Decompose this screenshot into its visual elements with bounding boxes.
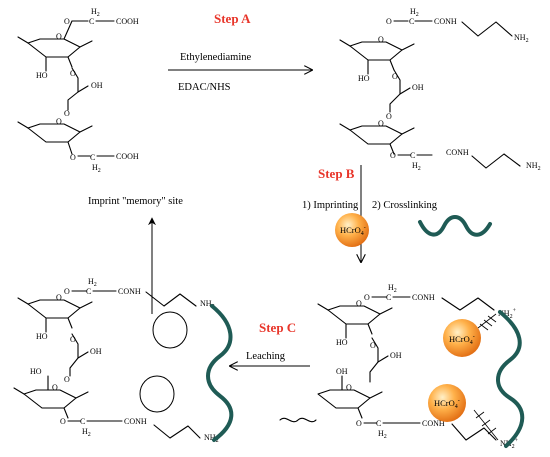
polymer-continuation	[279, 417, 317, 423]
ether-o-label: O	[370, 341, 376, 350]
nh2-label: NH2	[204, 433, 219, 444]
h2-label: H2	[92, 163, 101, 174]
bound-chromate-ion-lower: HCrO4-	[428, 384, 466, 422]
ring-o-label: O	[56, 32, 62, 41]
step-c-label: Step C	[259, 320, 296, 335]
conh-label: CONH	[124, 417, 147, 426]
carbon-label: C	[376, 419, 381, 428]
ether-o-label: O	[64, 375, 70, 384]
reagent-crosslinking: 2) Crosslinking	[372, 200, 438, 211]
ring-o-label: O	[52, 383, 58, 392]
ether-o-label: O	[364, 293, 370, 302]
imprint-cavity-upper	[152, 311, 188, 349]
leached-polymer: O HO O C H2 CONH NH2 O OH O O HO O C H2 …	[13, 277, 219, 444]
reagent-edac-nhs: EDAC/NHS	[178, 82, 231, 93]
chromate-ion: HCrO4-	[335, 213, 369, 247]
nh2-label: NH2	[514, 33, 529, 44]
ether-o-label: O	[60, 417, 66, 426]
h2-label: H2	[410, 7, 419, 18]
ion-label: HCrO4-	[434, 398, 460, 410]
carbon-label: C	[386, 293, 391, 302]
cooh-label: COOH	[116, 17, 139, 26]
ether-o-label: O	[392, 72, 398, 81]
carbon-label: C	[410, 151, 415, 160]
aminated-product: O HO O C H2 CONH NH2 O OH O O O C H2 CON…	[339, 7, 541, 172]
h2-label: H2	[91, 7, 100, 18]
h2-label: H2	[82, 427, 91, 438]
step-a-label: Step A	[214, 11, 251, 26]
imprint-cavity-lower	[139, 375, 175, 413]
conh-label: CONH	[422, 419, 445, 428]
step-b-label: Step B	[318, 166, 355, 181]
ether-o-label: O	[390, 151, 396, 160]
ring-o-label: O	[378, 119, 384, 128]
ether-o-label: O	[70, 335, 76, 344]
crosslinked-polymer-left	[206, 304, 234, 442]
oh-label: OH	[336, 367, 348, 376]
h2-label: H2	[378, 429, 387, 440]
crosslinked-polymer-right	[496, 310, 525, 448]
carbon-label: C	[409, 17, 414, 26]
reagent-leaching: Leaching	[246, 351, 286, 362]
reagent-imprinting: 1) Imprinting	[302, 200, 359, 211]
imprint-memory-site-label: Imprint "memory" site	[88, 196, 183, 207]
hydroxyl-label: HO	[36, 332, 48, 341]
nh2-label: NH2	[526, 161, 541, 172]
conh-label: CONH	[118, 287, 141, 296]
oh-label: OH	[90, 347, 102, 356]
carbon-label: C	[86, 287, 91, 296]
ring-o-label: O	[56, 117, 62, 126]
ion-label: HCrO4-	[340, 225, 366, 237]
cooh-label: COOH	[116, 152, 139, 161]
ring-o-label: O	[356, 299, 362, 308]
ether-o-label: O	[70, 69, 76, 78]
starting-material: O HO O C H2 COOH O OH O O O C H2 COOH	[17, 7, 139, 174]
crosslinker-chain	[418, 215, 492, 237]
imprinted-complex: O HO O C H2 CONH NH2+ O OH O OH O C H2 C…	[279, 283, 519, 450]
ring-o-label: O	[346, 383, 352, 392]
bound-chromate-ion-upper: HCrO4-	[443, 319, 481, 357]
conh-label: CONH	[446, 148, 469, 157]
hydroxyl-label: HO	[36, 71, 48, 80]
ether-o-label: O	[386, 112, 392, 121]
h2-label: H2	[88, 277, 97, 288]
ether-o-label: O	[64, 287, 70, 296]
hydroxyl-label: HO	[358, 74, 370, 83]
ether-o-label: O	[64, 109, 70, 118]
oh-label: OH	[91, 81, 103, 90]
hydroxyl-label: HO	[30, 367, 42, 376]
ring-o-label: O	[56, 293, 62, 302]
ether-o-label: O	[386, 17, 392, 26]
ether-o-label: O	[356, 419, 362, 428]
conh-label: CONH	[434, 17, 457, 26]
ether-o-label: O	[64, 17, 70, 26]
carbon-label: C	[89, 17, 94, 26]
ion-label: HCrO4-	[449, 334, 475, 346]
ionic-interaction-lines	[473, 313, 499, 441]
conh-label: CONH	[412, 293, 435, 302]
h2-label: H2	[412, 161, 421, 172]
ring-o-label: O	[378, 35, 384, 44]
ether-o-label: O	[70, 153, 76, 162]
oh-label: OH	[390, 351, 402, 360]
carbon-label: C	[90, 153, 95, 162]
hydroxyl-label: HO	[336, 338, 348, 347]
oh-label: OH	[412, 83, 424, 92]
carbon-label: C	[80, 417, 85, 426]
h2-label: H2	[388, 283, 397, 294]
reagent-ethylenediamine: Ethylenediamine	[180, 52, 251, 63]
